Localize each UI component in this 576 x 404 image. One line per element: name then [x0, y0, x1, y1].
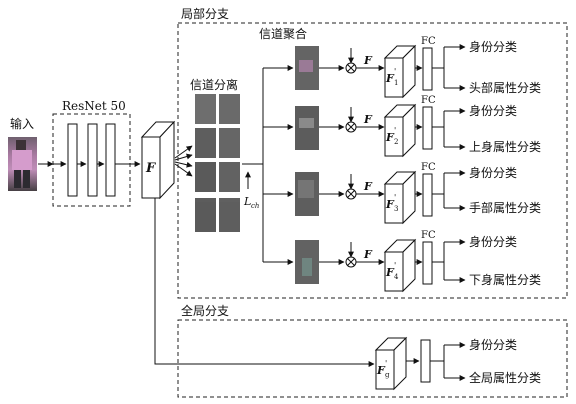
split-patch [219, 202, 240, 232]
local-branch-label: 局部分支 [181, 6, 229, 21]
part-feature-box [384, 57, 404, 98]
channel-agg-label: 信道聚合 [259, 26, 307, 41]
id-classification-label: 身份分类 [469, 103, 517, 118]
attr-classification-label: 下身属性分类 [469, 272, 541, 287]
part-feature-box [384, 116, 404, 157]
attr-classification-label: 头部属性分类 [469, 80, 541, 95]
fc-label: FC [421, 230, 436, 241]
row-feature-symbol: F [363, 248, 373, 261]
part-feature-symbol: F [385, 198, 395, 211]
id-classification-label: 身份分类 [469, 39, 517, 54]
id-classification-label: 身份分类 [469, 234, 517, 249]
global-part-row: F g ' 身份分类 全局属性分类 [374, 336, 541, 391]
split-patch [195, 202, 216, 232]
part-feature-sub: 2 [394, 138, 398, 146]
channel-split-group: 信道分离 [190, 77, 240, 232]
feature-map-f: F [140, 120, 176, 200]
global-attr-classification-label: 全局属性分类 [469, 370, 541, 385]
backbone-label: ResNet 50 [62, 99, 126, 113]
branch-trunk: L ch [242, 65, 294, 265]
loss-symbol: L [243, 195, 251, 208]
part-feature-sup: ' [394, 193, 396, 202]
attr-classification-label: 手部属性分类 [469, 200, 541, 215]
channel-split-label: 信道分离 [190, 77, 238, 92]
local-part-row-3: F F 3 ' FC 身份分类 手部属性分类 [295, 162, 541, 225]
fc-layer [422, 173, 433, 217]
part-feature-sup: ' [394, 67, 396, 76]
feature-map-symbol: F [145, 161, 156, 176]
resnet-layer-2 [87, 123, 98, 197]
resnet-layer-1 [67, 123, 78, 197]
global-fc-layer [420, 339, 431, 383]
global-feature-symbol: F [376, 364, 386, 377]
input-group: 输入 [8, 116, 54, 191]
id-classification-label: 身份分类 [469, 165, 517, 180]
global-branch-label: 全局分支 [181, 303, 229, 318]
part-feature-symbol: F [385, 72, 395, 85]
input-label: 输入 [10, 116, 34, 131]
input-pedestrian-image [8, 137, 37, 191]
part-feature-sub: 1 [394, 79, 398, 87]
fc-layer [422, 106, 433, 150]
global-skip-arrow [154, 198, 375, 367]
part-feature-sup: ' [394, 126, 396, 135]
fc-label: FC [421, 36, 436, 47]
split-patch [219, 94, 240, 124]
global-feature-sub: g [385, 371, 390, 379]
global-branch-frame [177, 319, 568, 398]
local-part-row-4: F F 4 ' FC 身份分类 下身属性分类 [295, 230, 541, 293]
global-feature-box [375, 349, 395, 390]
split-patch [195, 162, 216, 192]
row-feature-symbol: F [363, 54, 373, 67]
agg-patch-highlight [299, 118, 314, 128]
loss-subscript: ch [251, 202, 259, 210]
part-feature-sub: 4 [394, 273, 399, 281]
part-feature-symbol: F [385, 266, 395, 279]
local-branch-frame [177, 22, 568, 299]
agg-patch-highlight [298, 180, 314, 198]
attr-classification-label: 上身属性分类 [469, 139, 541, 154]
agg-patch-highlight [299, 60, 313, 72]
row-feature-symbol: F [363, 113, 373, 126]
global-feature-sup: ' [385, 359, 387, 368]
fc-layer [422, 47, 433, 91]
global-id-classification-label: 身份分类 [469, 337, 517, 352]
split-patch [219, 162, 240, 192]
part-feature-box [384, 251, 404, 292]
agg-patch-highlight [302, 258, 312, 276]
fc-label: FC [421, 95, 436, 106]
part-feature-box [384, 183, 404, 224]
split-patch [219, 128, 240, 158]
local-part-row-1: F F 1 ' FC 身份分类 头部属性分类 [295, 36, 541, 99]
split-patch [195, 94, 216, 124]
fc-layer [422, 241, 433, 285]
resnet-layer-3 [105, 123, 116, 197]
local-part-row-2: F F 2 ' FC 身份分类 上身属性分类 [295, 95, 541, 158]
backbone-frame [52, 113, 131, 207]
part-feature-sub: 3 [394, 205, 398, 213]
backbone-group: ResNet 50 [52, 99, 141, 207]
part-feature-symbol: F [385, 131, 395, 144]
row-feature-symbol: F [363, 180, 373, 193]
fc-label: FC [421, 162, 436, 173]
split-patch [195, 128, 216, 158]
part-feature-sup: ' [394, 261, 396, 270]
